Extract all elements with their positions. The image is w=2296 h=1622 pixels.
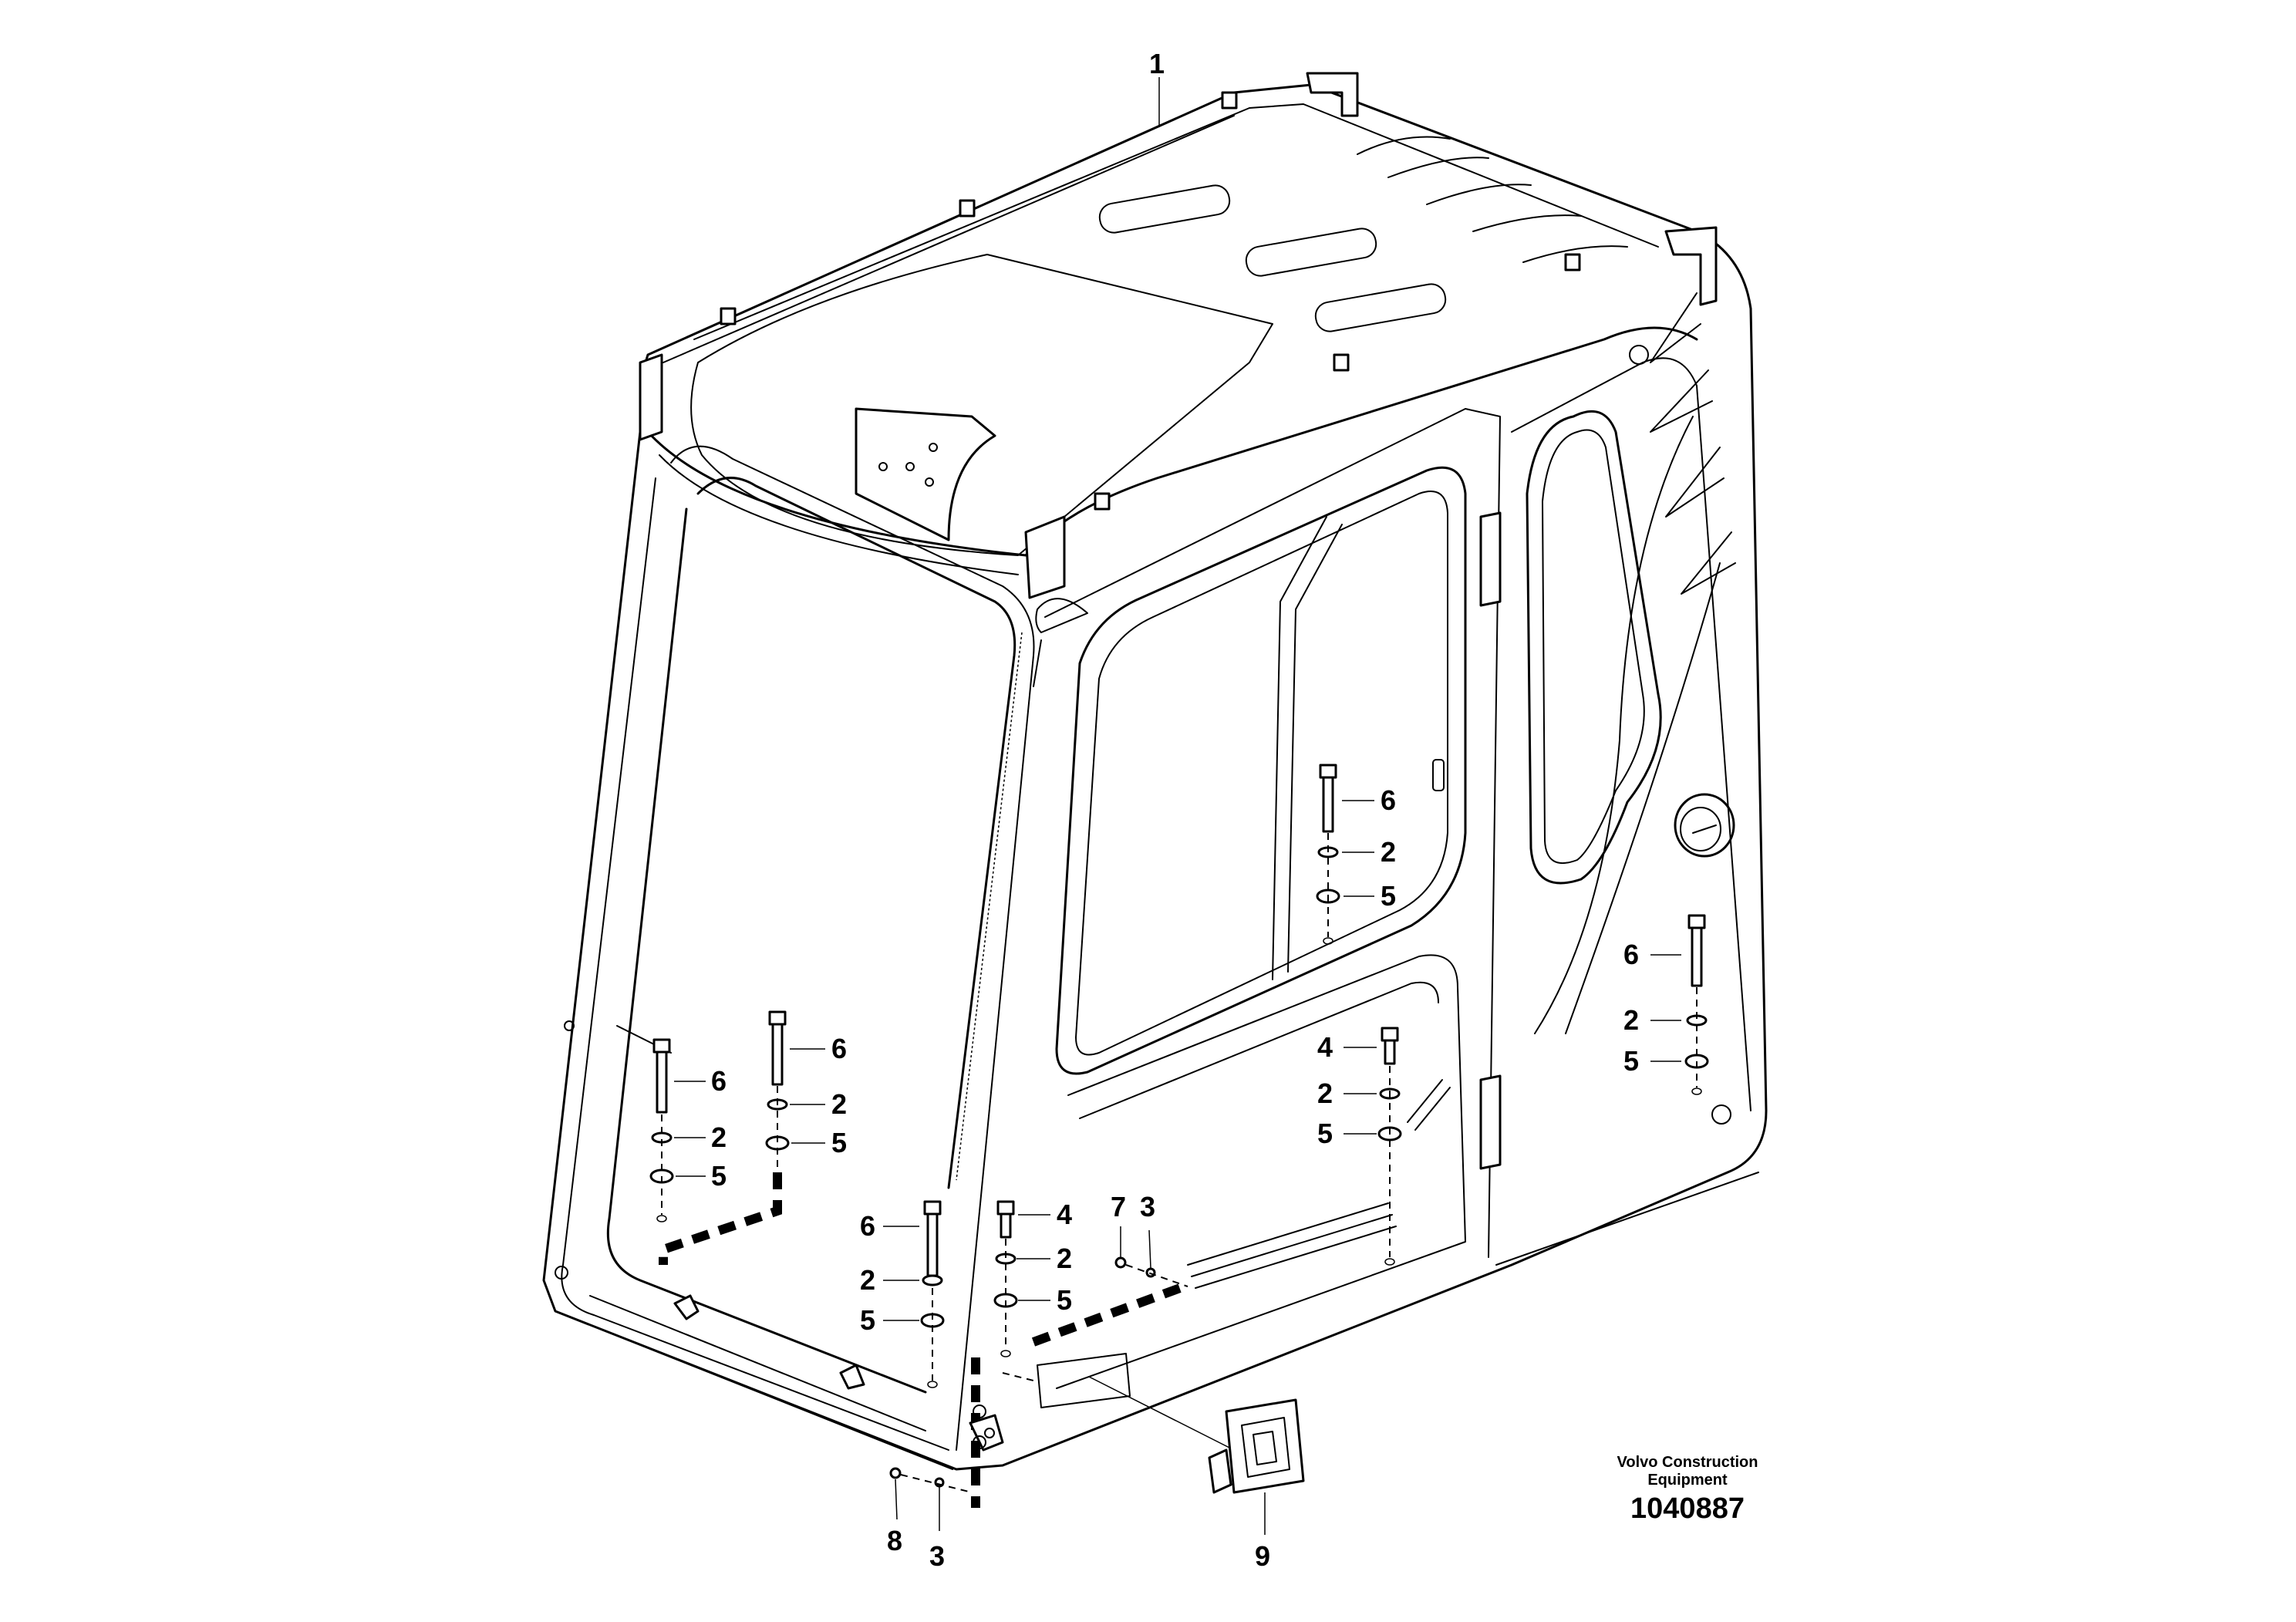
callout-screw-7: 7 bbox=[1111, 1191, 1126, 1222]
drawing-number: 1040887 bbox=[1630, 1492, 1745, 1525]
callout-short-bolt-front: 4 bbox=[1057, 1199, 1072, 1230]
fastener-stack-short-side: 4 2 5 bbox=[1317, 1027, 1402, 1266]
callout-mid-bolt: 6 bbox=[831, 1033, 847, 1064]
operator-cab bbox=[542, 72, 1768, 1471]
fastener-stack-rear: 6 2 5 bbox=[1623, 914, 1709, 1095]
callout-screw-8-nut: 3 bbox=[929, 1540, 945, 1572]
bolt-head bbox=[1319, 764, 1337, 779]
callout-1: 1 bbox=[1149, 48, 1165, 79]
fastener-stack-mid: 6 2 5 bbox=[765, 1010, 847, 1172]
callout-rear-washer-b: 5 bbox=[1623, 1045, 1639, 1077]
callout-short-washer-a-side: 2 bbox=[1317, 1077, 1333, 1109]
callout-screw-7-nut: 3 bbox=[1140, 1191, 1155, 1222]
callout-short-washer-b-front: 5 bbox=[1057, 1284, 1072, 1316]
callout-door-washer-a: 2 bbox=[1381, 836, 1396, 868]
fastener-stack-front: 6 2 5 bbox=[860, 1200, 945, 1388]
callout-mid-washer-b: 5 bbox=[831, 1127, 847, 1158]
callout-door-washer-b: 5 bbox=[1381, 880, 1396, 912]
callout-handle: 9 bbox=[1255, 1540, 1270, 1572]
caption-line-1: Volvo Construction bbox=[1617, 1454, 1758, 1471]
callout-left-washer-a: 2 bbox=[711, 1121, 727, 1153]
callout-short-washer-a-front: 2 bbox=[1057, 1243, 1072, 1274]
callout-rear-bolt: 6 bbox=[1623, 939, 1639, 970]
callout-front-bolt: 6 bbox=[860, 1210, 875, 1242]
gasket-strips bbox=[659, 1172, 1182, 1508]
callout-short-washer-b-side: 5 bbox=[1317, 1118, 1333, 1149]
caption-line-2: Equipment bbox=[1647, 1472, 1728, 1489]
fastener-stack-left: 6 2 5 bbox=[649, 1038, 727, 1222]
fastener-screw-8: 8 3 bbox=[887, 1467, 973, 1572]
bolt-shank bbox=[1322, 776, 1334, 833]
pillar-pin bbox=[969, 1404, 1004, 1452]
fastener-stack-short-front: 4 2 5 bbox=[993, 1199, 1072, 1357]
callout-front-washer-a: 2 bbox=[860, 1264, 875, 1296]
callout-left-washer-b: 5 bbox=[711, 1160, 727, 1192]
callout-screw-8: 8 bbox=[887, 1525, 902, 1556]
callout-front-washer-b: 5 bbox=[860, 1304, 875, 1336]
callout-door-bolt: 6 bbox=[1381, 784, 1396, 816]
callout-short-bolt-side: 4 bbox=[1317, 1031, 1333, 1063]
roof-studs bbox=[720, 91, 1581, 511]
callout-left-bolt: 6 bbox=[711, 1065, 727, 1097]
callout-rear-washer-a: 2 bbox=[1623, 1004, 1639, 1036]
fastener-screw-7: 7 3 bbox=[1111, 1191, 1188, 1287]
door-handle-9: 9 bbox=[1002, 1353, 1305, 1572]
drawing-caption: Volvo Construction Equipment 1040887 bbox=[1617, 1454, 1758, 1525]
callout-mid-washer-a: 2 bbox=[831, 1088, 847, 1120]
fastener-stack-door: 6 2 5 bbox=[1316, 764, 1396, 945]
